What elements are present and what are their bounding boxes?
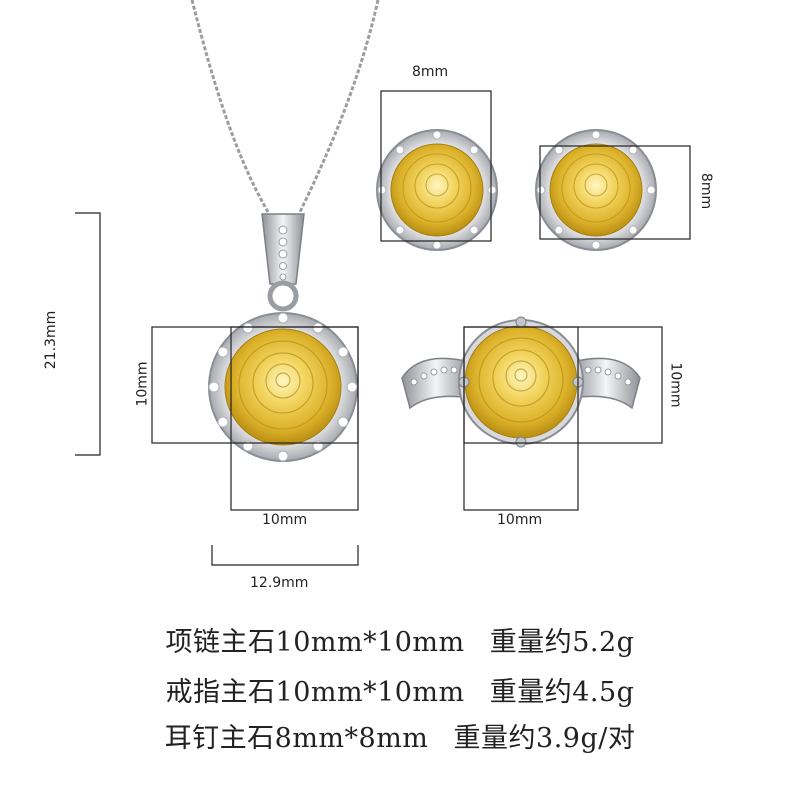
spec-weight: 重量约5.2g [489,627,635,658]
earring-width-label: 8mm [412,64,449,80]
earring-height-label: 8mm [698,172,715,210]
spec-stone: 项链主石10mm*10mm [165,627,465,658]
spec-line-ring: 戒指主石10mm*10mm 重量约4.5g [0,670,800,709]
pendant-stone-height-label: 10mm [134,361,151,407]
spec-weight: 重量约3.9g/对 [453,723,636,754]
measurement-lines [75,90,691,566]
pendant-stone-width-label: 10mm [262,512,308,528]
ring-stone-width-label: 10mm [497,512,543,528]
spec-stone: 耳钉主石8mm*8mm [164,723,429,754]
spec-stone: 戒指主石10mm*10mm [165,677,465,708]
pendant-total-width-label: 12.9mm [250,575,309,591]
spec-line-earrings: 耳钉主石8mm*8mm 重量约3.9g/对 [0,716,800,755]
earring-right [535,129,657,251]
spec-line-necklace: 项链主石10mm*10mm 重量约5.2g [0,620,800,659]
pendant-bail [261,213,305,312]
pendant-total-height-label: 21.3mm [43,310,60,370]
earring-left [376,129,498,251]
ring [401,316,641,448]
pendant-head [208,312,358,462]
necklace-chain [190,0,380,213]
spec-weight: 重量约4.5g [489,677,635,708]
ring-stone-height-label: 10mm [667,362,684,408]
